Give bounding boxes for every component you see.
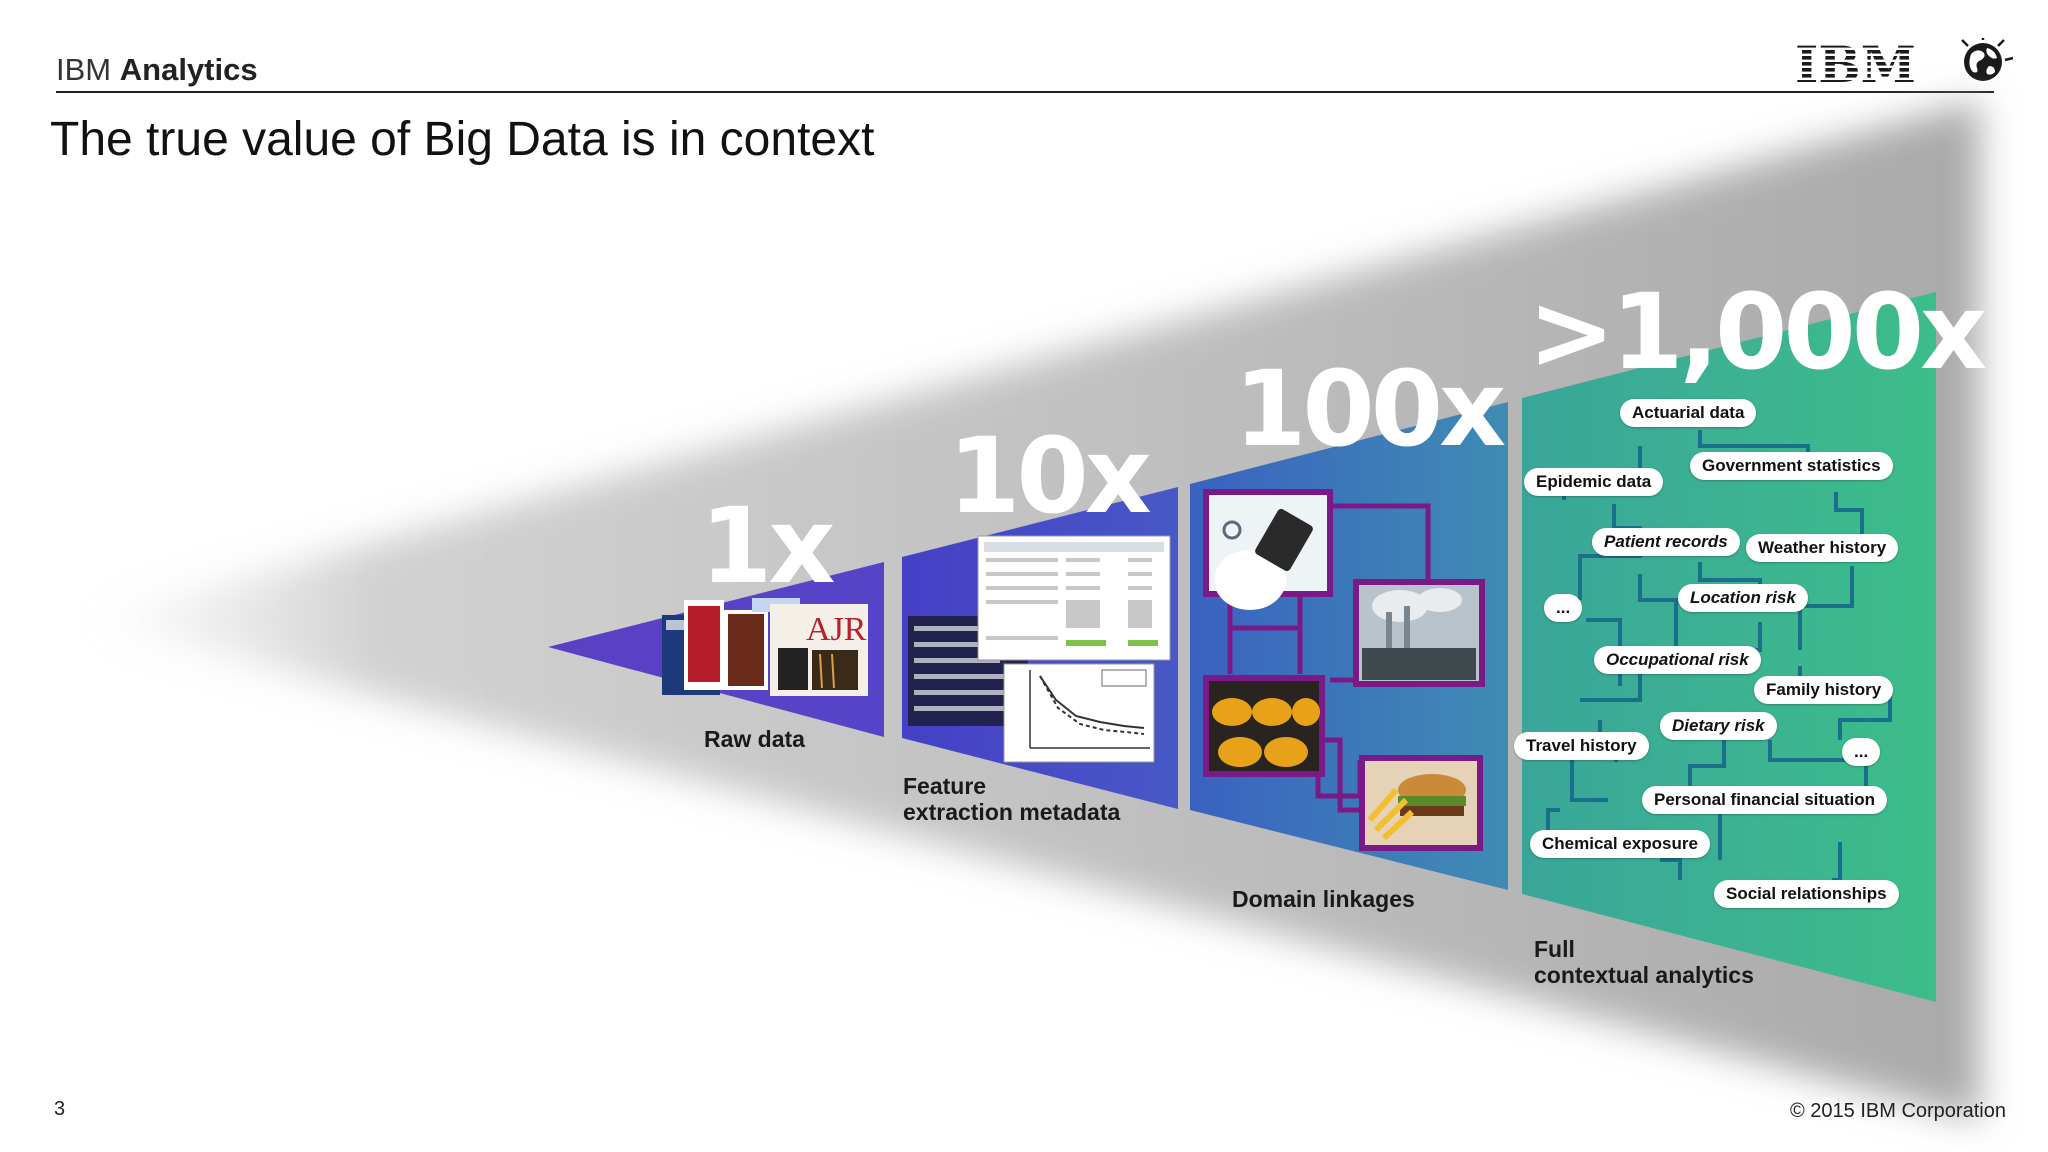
domain-linkage-network bbox=[1203, 489, 1485, 851]
stage-3-label: Domain linkages bbox=[1232, 886, 1415, 912]
tag-travel-history: Travel history bbox=[1514, 732, 1649, 760]
tag-chemical-exposure: Chemical exposure bbox=[1530, 830, 1710, 858]
tag-government-statistics: Government statistics bbox=[1690, 452, 1893, 480]
slide-title: The true value of Big Data is in context bbox=[50, 113, 875, 166]
ibm-logo: IBM bbox=[1795, 38, 2014, 90]
journal-cover-title: AJR bbox=[806, 611, 867, 648]
tag-family-history: Family history bbox=[1754, 676, 1894, 704]
multiplier-100x: 100x bbox=[1234, 348, 1505, 470]
tag-personal-financial-situation: Personal financial situation bbox=[1642, 786, 1888, 814]
tag-more-1: ... bbox=[1544, 594, 1583, 622]
tag-more-2: ... bbox=[1842, 738, 1881, 766]
tag-dietary-risk: Dietary risk bbox=[1660, 712, 1777, 740]
tag-occupational-risk: Occupational risk bbox=[1594, 646, 1761, 674]
tag-weather-history: Weather history bbox=[1746, 534, 1899, 562]
multiplier-10x: 10x bbox=[948, 415, 1151, 537]
brand-ibm: IBM bbox=[56, 52, 112, 87]
header-rule bbox=[56, 91, 1994, 93]
tag-epidemic-data: Epidemic data bbox=[1524, 468, 1664, 496]
brand-analytics: Analytics bbox=[119, 52, 258, 87]
tag-patient-records: Patient records bbox=[1592, 528, 1740, 556]
journal-collage-image: AJR bbox=[662, 598, 868, 696]
stage-4-label: Full contextual analytics bbox=[1534, 936, 1754, 988]
multiplier-1x: 1x bbox=[700, 485, 834, 607]
tag-location-risk: Location risk bbox=[1678, 584, 1808, 612]
tag-social-relationships: Social relationships bbox=[1714, 880, 1899, 908]
ibm-logo-text: IBM bbox=[1795, 38, 1916, 90]
page-number: 3 bbox=[54, 1098, 66, 1120]
globe-icon bbox=[1961, 38, 2014, 81]
stage-1-label: Raw data bbox=[704, 726, 805, 752]
brand-wordmark: IBM Analytics bbox=[56, 52, 258, 88]
tag-actuarial-data: Actuarial data bbox=[1620, 399, 1757, 427]
stage-2-label: Feature extraction metadata bbox=[903, 773, 1121, 825]
multiplier-1000x: >1,000x bbox=[1528, 271, 1986, 393]
copyright-notice: © 2015 IBM Corporation bbox=[1790, 1100, 2006, 1122]
feature-extraction-image bbox=[908, 535, 1171, 763]
